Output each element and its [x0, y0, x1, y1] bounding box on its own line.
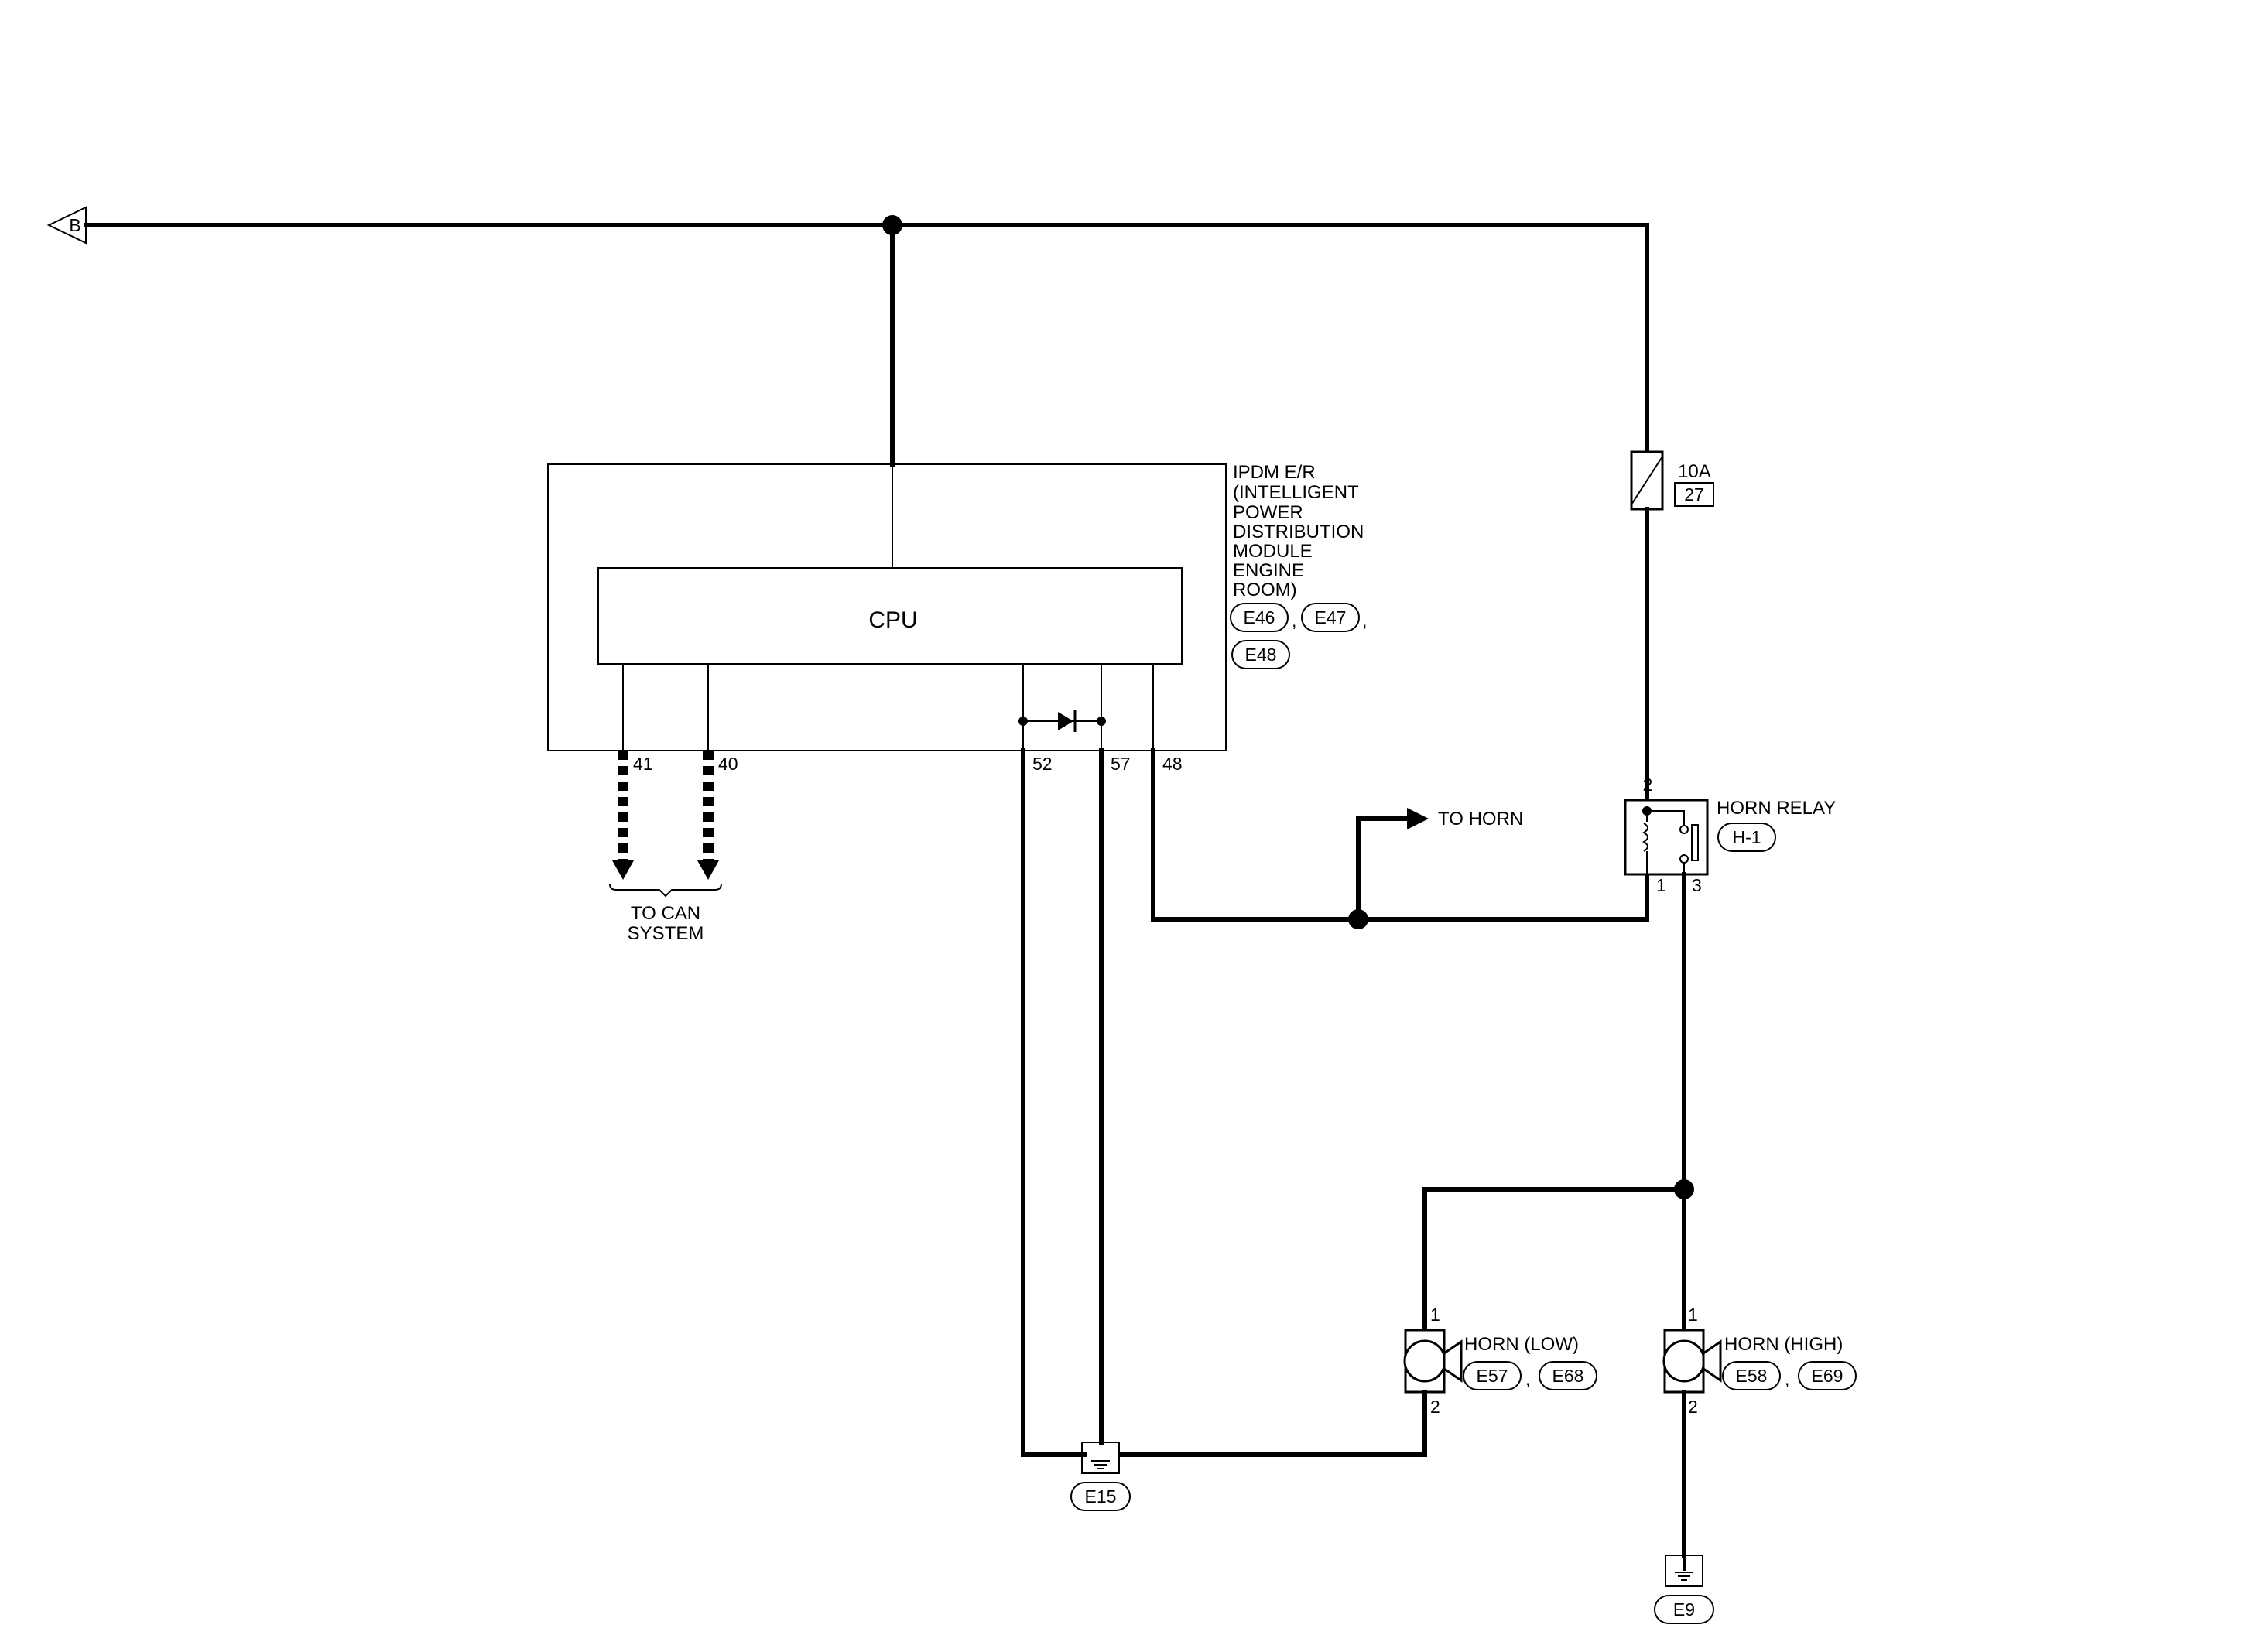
- comma-sep: ,: [1292, 611, 1296, 631]
- horn-low: 1 2 HORN (LOW) E57 , E68: [1403, 1305, 1597, 1417]
- pin-57: 57: [1111, 754, 1131, 774]
- ipdm-title-line-3: POWER: [1233, 502, 1303, 523]
- comma-sep: ,: [1362, 611, 1367, 631]
- ipdm-connector-e46-label: E46: [1244, 607, 1275, 628]
- fuse-rating: 10A: [1678, 461, 1711, 482]
- offpage-connector-label: B: [69, 215, 80, 235]
- horn-low-connector-2: E68: [1552, 1366, 1584, 1386]
- horn-low-pin-1: 1: [1430, 1305, 1440, 1325]
- to-horn-label: TO HORN: [1438, 809, 1523, 829]
- horn-high-connector-2: E69: [1812, 1366, 1843, 1386]
- ipdm-title-line-1: IPDM E/R: [1233, 462, 1316, 483]
- ipdm-connector-e46: E46: [1230, 603, 1289, 632]
- can-label-line-2: SYSTEM: [628, 923, 704, 944]
- ipdm-title-line-7: ROOM): [1233, 580, 1297, 600]
- ipdm-connector-e48-label: E48: [1245, 645, 1277, 665]
- can-brace: [609, 883, 722, 898]
- fuse-10a: 10A 27: [1630, 450, 1714, 511]
- ipdm-outline: [547, 463, 1227, 751]
- pin-48: 48: [1162, 754, 1183, 774]
- can-lines: TO CAN SYSTEM: [609, 751, 722, 944]
- wire-to-horn: [1356, 816, 1409, 922]
- wire-pin-48: [1151, 748, 1649, 922]
- wire-horn-low-feed: [1422, 1187, 1686, 1332]
- ipdm-connector-e47: E47: [1301, 603, 1360, 632]
- relay-name: HORN RELAY: [1717, 798, 1836, 819]
- ground-e15-label: E15: [1085, 1486, 1117, 1507]
- cpu-label: CPU: [868, 607, 917, 633]
- pin-41: 41: [633, 754, 653, 774]
- can-arrow-40-icon: [697, 860, 719, 880]
- horn-high-connector-1: E58: [1736, 1366, 1768, 1386]
- offpage-connector-b: B: [46, 206, 87, 245]
- horn-high-pin-2: 2: [1688, 1397, 1698, 1417]
- ipdm-title: IPDM E/R (INTELLIGENT POWER DISTRIBUTION…: [1233, 462, 1369, 600]
- horn-relay: 2 1 3 HORN RELAY H-1: [1624, 775, 1836, 895]
- ipdm-title-line-6: ENGINE: [1233, 560, 1304, 581]
- pin-40: 40: [718, 754, 738, 774]
- cpu-block: [597, 567, 1183, 665]
- ground-e9-label: E9: [1673, 1599, 1695, 1620]
- horn-high-name: HORN (HIGH): [1724, 1334, 1843, 1355]
- relay-pin-1: 1: [1656, 875, 1666, 895]
- relay-pin-3: 3: [1692, 875, 1702, 895]
- relay-pin-2: 2: [1643, 775, 1653, 795]
- relay-icon: [1624, 799, 1709, 876]
- comma-sep: ,: [1785, 1369, 1789, 1389]
- wire-pin-52: [1021, 748, 1087, 1457]
- wire-top-bus: [84, 223, 1649, 454]
- can-label-line-1: TO CAN: [631, 903, 700, 924]
- to-horn-arrow-icon: [1407, 808, 1429, 829]
- fuse-number: 27: [1684, 484, 1704, 504]
- horn-low-pin-2: 2: [1430, 1397, 1440, 1417]
- pin-52: 52: [1032, 754, 1053, 774]
- horn-high-pin-1: 1: [1688, 1305, 1698, 1325]
- horn-low-name: HORN (LOW): [1464, 1334, 1579, 1355]
- ipdm-title-line-5: MODULE: [1233, 541, 1313, 562]
- relay-connector: H-1: [1732, 827, 1761, 847]
- ipdm-connector-e48: E48: [1231, 640, 1290, 669]
- can-arrow-41-icon: [612, 860, 634, 880]
- diode-icon: [1018, 710, 1106, 732]
- horn-low-connector-1: E57: [1477, 1366, 1508, 1386]
- ipdm-title-line-4: DISTRIBUTION: [1233, 522, 1364, 542]
- ipdm-title-line-2: (INTELLIGENT: [1233, 482, 1359, 503]
- ipdm-connector-e47-label: E47: [1315, 607, 1347, 628]
- ipdm-module: CPU IPDM E/R (INTELLIGENT POWER DISTRIBU…: [547, 462, 1369, 774]
- horn-high: 1 2 HORN (HIGH) E58 , E69: [1662, 1305, 1857, 1417]
- comma-sep: ,: [1525, 1369, 1530, 1389]
- ground-e15: E15: [1070, 1442, 1131, 1511]
- ground-e9: E9: [1654, 1555, 1714, 1624]
- ground-e15-icon: [1081, 1442, 1120, 1474]
